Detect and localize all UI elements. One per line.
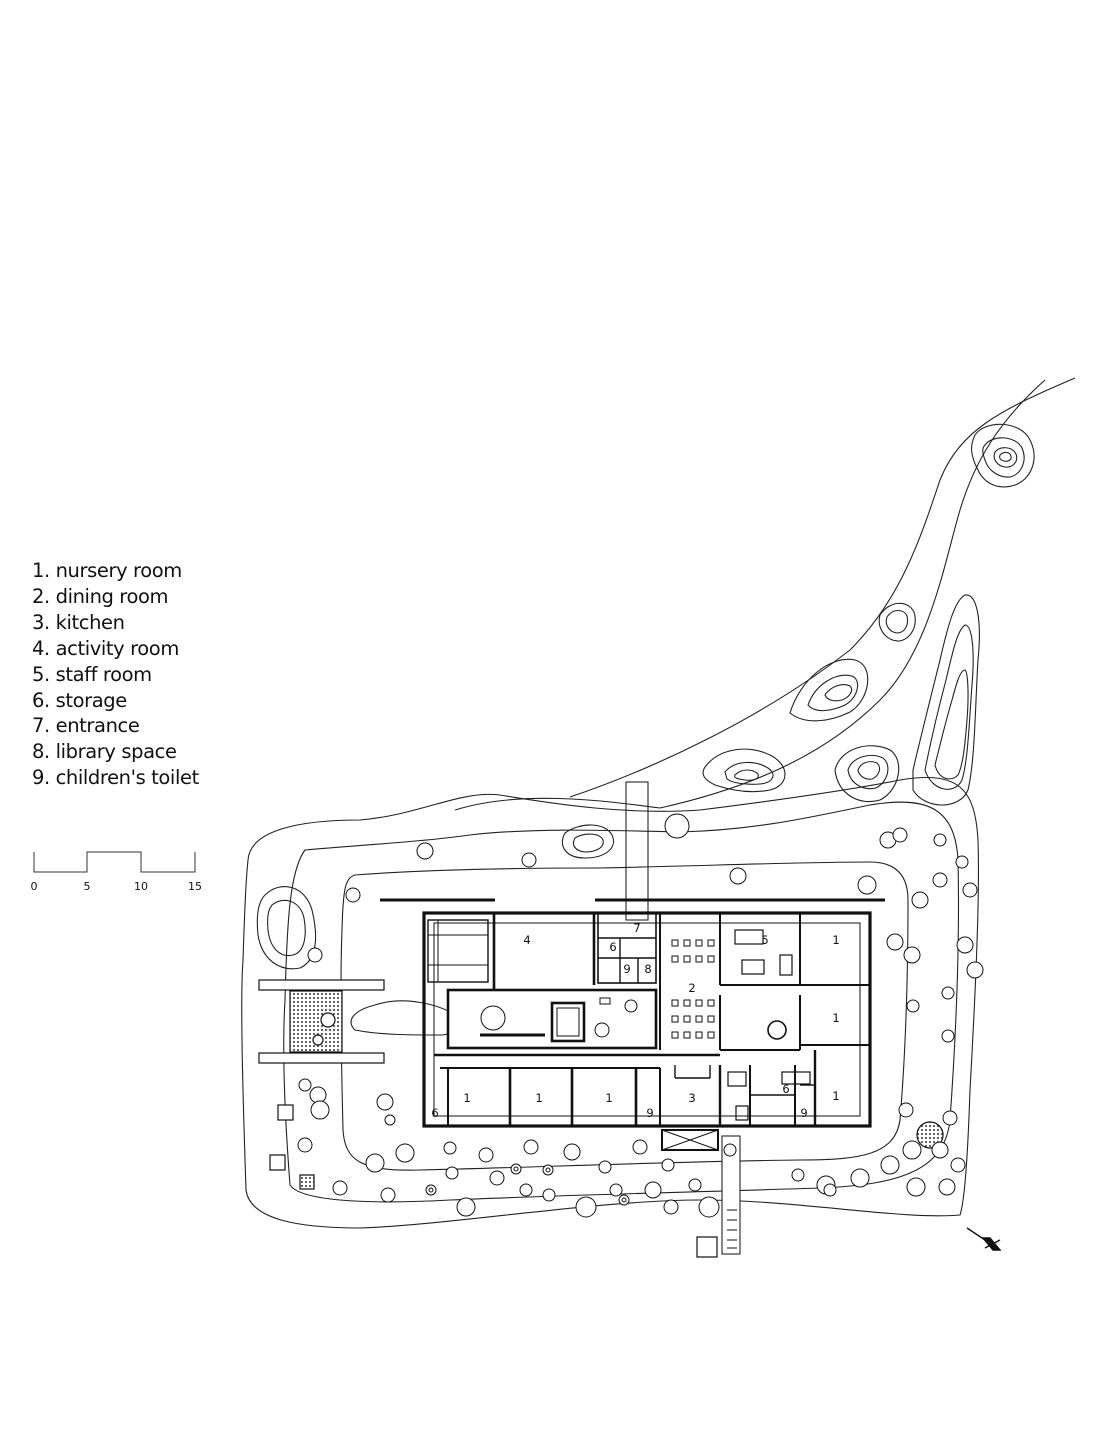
room-label-nursery: 1 <box>605 1091 612 1105</box>
terrain-contours <box>241 377 1076 1229</box>
scale-tick-label: 15 <box>188 880 202 893</box>
legend-item: 4. activity room <box>32 636 179 660</box>
room-label-staff: 5 <box>761 933 768 947</box>
room-label-storage: 6 <box>431 1106 438 1120</box>
room-label-nursery: 1 <box>832 933 839 947</box>
room-label-nursery: 1 <box>832 1089 839 1103</box>
legend-item: 1. nursery room <box>32 559 182 582</box>
legend-item: 6. storage <box>32 688 127 712</box>
dining-furniture <box>671 939 715 1039</box>
north-arrow <box>966 1227 1002 1251</box>
legend-item: 7. entrance <box>32 714 140 738</box>
room-label-activity: 4 <box>523 933 530 947</box>
room-label-entrance: 7 <box>633 921 640 935</box>
room-label-toilet: 9 <box>623 962 630 976</box>
site-features <box>258 898 944 1258</box>
room-label-toilet: 9 <box>646 1106 653 1120</box>
legend: 1. nursery room 2. dining room 3. kitche… <box>32 558 199 791</box>
trees <box>297 813 984 1218</box>
legend-item: 9. children's toilet <box>32 766 199 790</box>
scale-bar <box>33 851 196 873</box>
room-labels: 4 7 6 9 8 5 1 2 1 1 1 1 6 9 3 6 9 1 <box>431 921 839 1120</box>
room-label-nursery: 1 <box>832 1011 839 1025</box>
building <box>422 911 872 1151</box>
room-label-storage: 6 <box>782 1082 789 1096</box>
room-label-kitchen: 3 <box>688 1091 695 1105</box>
legend-item: 2. dining room <box>32 584 169 608</box>
scale-tick-label: 10 <box>134 880 148 893</box>
legend-item: 8. library space <box>32 740 177 764</box>
room-label-library: 8 <box>644 962 651 976</box>
scale-tick-label: 0 <box>30 880 38 893</box>
room-label-nursery: 1 <box>535 1091 542 1105</box>
site-paths <box>625 781 741 1255</box>
room-label-toilet: 9 <box>800 1106 807 1120</box>
legend-item: 5. staff room <box>32 662 152 686</box>
legend-item: 3. kitchen <box>32 610 125 634</box>
room-label-dining: 2 <box>688 981 695 995</box>
room-label-nursery: 1 <box>463 1091 470 1105</box>
room-label-storage: 6 <box>609 940 616 954</box>
scale-tick-label: 5 <box>83 880 91 893</box>
